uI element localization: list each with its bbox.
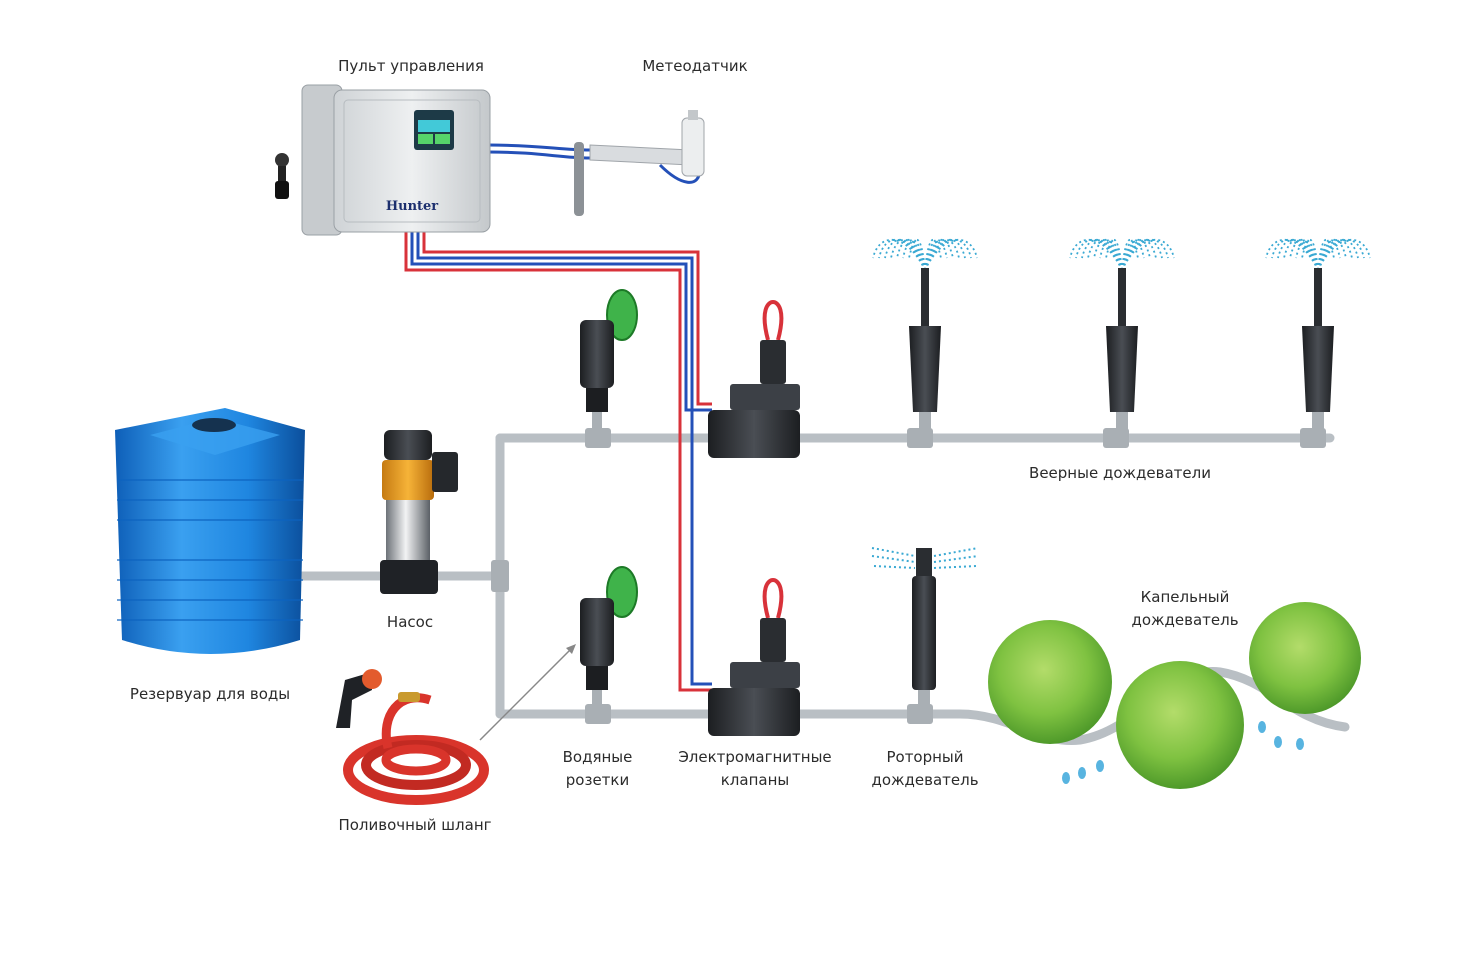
pipe-fittings	[491, 428, 1326, 724]
fan-sprinkler	[1069, 238, 1175, 430]
brand-logo: Hunter	[386, 199, 438, 214]
rotor-label-line1: Роторный	[886, 748, 964, 766]
controller-label: Пульт управления	[338, 57, 484, 75]
pump	[380, 430, 458, 594]
garden-hose	[336, 669, 489, 805]
solenoid-valve-lower	[708, 577, 800, 736]
solenoid-valve-upper	[708, 299, 800, 458]
rotor-label-line2: дождеватель	[871, 771, 979, 789]
drip-label-line1: Капельный	[1140, 588, 1230, 606]
tank-label: Резервуар для воды	[129, 685, 291, 703]
controller-unit: Hunter	[275, 84, 491, 236]
weather-sensor-label: Метеодатчик	[642, 57, 748, 75]
water-outlets-label: Водяные розетки	[540, 746, 655, 792]
drip-label: Капельный дождеватель	[1110, 586, 1260, 632]
drip-bushes	[988, 602, 1361, 789]
fan-sprinklers-label: Веерные дождеватели	[1029, 464, 1211, 482]
valves-label: Электромагнитные клапаны	[670, 746, 840, 792]
hose-label: Поливочный шланг	[338, 816, 492, 834]
pointer-arrow	[479, 644, 576, 741]
pump-label: Насос	[386, 613, 434, 631]
valves-label-line1: Электромагнитные	[678, 748, 832, 766]
weather-sensor	[574, 110, 705, 216]
water-outlets-label-line2: розетки	[565, 771, 630, 789]
water-outlet-upper	[580, 289, 638, 430]
water-outlet-lower	[580, 566, 638, 708]
fan-sprinklers	[872, 238, 1371, 430]
water-tank	[115, 408, 305, 654]
drip-label-line2: дождеватель	[1131, 611, 1239, 629]
rotor-sprinkler	[871, 547, 979, 708]
fan-sprinkler	[872, 238, 978, 430]
water-outlets-label-line1: Водяные	[562, 748, 633, 766]
key-icon	[275, 153, 289, 167]
valves-label-line2: клапаны	[720, 771, 790, 789]
fan-sprinkler	[1265, 238, 1371, 430]
tank-lid	[192, 418, 236, 432]
rotor-label: Роторный дождеватель	[860, 746, 990, 792]
